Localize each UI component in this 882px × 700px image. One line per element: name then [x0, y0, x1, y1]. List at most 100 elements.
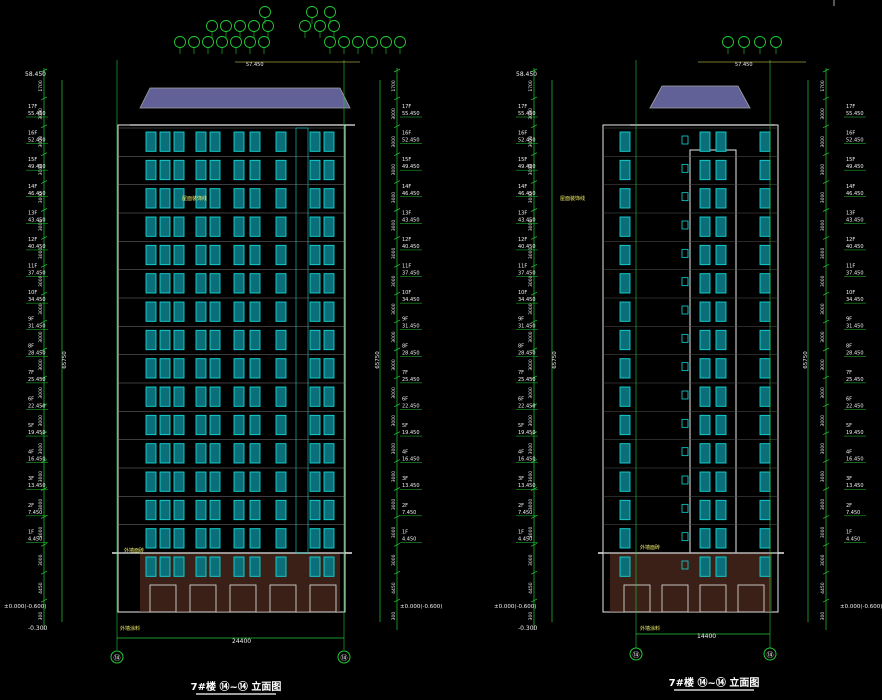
left-dim-tick: [393, 487, 401, 491]
left-floor-level-right: 28.450: [402, 350, 420, 356]
left-dim-tick: [393, 124, 401, 129]
left-window: [323, 414, 335, 436]
right-dim-tick: [530, 208, 538, 212]
left-window: [309, 159, 321, 181]
left-window: [323, 499, 335, 521]
left-floor-height-right: 3000: [391, 387, 397, 399]
left-dim-tick: [40, 431, 48, 436]
right-floor-name-right: 16F: [846, 131, 855, 137]
right-small-window: [681, 447, 689, 457]
right-window: [619, 244, 631, 266]
right-dim-tick: [530, 124, 538, 129]
left-floor-height-left: 3000: [38, 220, 44, 232]
left-window: [309, 471, 321, 492]
left-floor-height-right: 3000: [391, 303, 397, 315]
left-shop-opening: [149, 584, 177, 613]
left-floor-level-left: 40.450: [28, 244, 46, 250]
left-window: [195, 131, 207, 152]
right-small-window: [681, 277, 689, 287]
left-shop-opening: [309, 584, 337, 613]
left-window: [159, 358, 171, 379]
right-floor-height-right: 3000: [820, 554, 826, 566]
left-window: [159, 273, 171, 294]
right-shop-opening: [623, 584, 651, 613]
left-floor-name-right: 4F: [402, 450, 408, 456]
left-floor-height-left: 4450: [38, 582, 44, 594]
right-floor-level-left: 16.450: [518, 457, 536, 463]
right-floor-height-right: 3000: [820, 192, 826, 204]
left-floor-name-left: 2F: [28, 503, 34, 509]
right-dim-tick: [822, 487, 830, 491]
left-window: [275, 188, 287, 209]
left-floor-level-left: 52.450: [28, 138, 46, 144]
left-window: [159, 499, 171, 521]
right-floor-level-left: 40.450: [518, 244, 536, 250]
right-floor-level-right: 13.450: [846, 483, 864, 489]
left-floor-name-left: 7F: [28, 370, 34, 376]
right-floor-level-right: 22.450: [846, 403, 864, 409]
right-dim-tick: [530, 375, 538, 380]
right-floor-level-left: 4.450: [518, 536, 532, 542]
left-axis-bubble-b: [337, 650, 351, 664]
left-axis-bubble-a: [110, 650, 124, 664]
left-floor-height-right: 3000: [391, 164, 397, 176]
left-window: [275, 386, 287, 407]
left-roof: [139, 87, 351, 109]
right-floor-name-right: 7F: [846, 370, 852, 376]
right-floor-height-right: 3000: [820, 471, 826, 483]
right-bottom-level: -0.300: [518, 625, 538, 632]
right-small-window: [681, 503, 689, 513]
left-window: [145, 471, 157, 492]
right-floor-name-right: 3F: [846, 476, 852, 482]
left-window: [173, 499, 185, 521]
right-floor-height-left: 3000: [528, 136, 534, 148]
right-window: [699, 329, 711, 351]
right-window: [715, 159, 727, 181]
left-floor-level-right: 46.450: [402, 191, 420, 197]
right-window: [715, 556, 727, 577]
left-window: [233, 301, 245, 322]
right-floor-height-right: 3000: [820, 499, 826, 511]
left-window: [323, 471, 335, 492]
left-floor-level-right: 43.450: [402, 217, 420, 223]
left-floor-height-right: 3000: [391, 108, 397, 120]
right-dim-tick: [822, 236, 830, 240]
left-dim-tick: [393, 598, 401, 603]
left-window: [309, 556, 321, 577]
left-dim-tick: [393, 542, 401, 547]
left-window: [195, 244, 207, 266]
right-note-base: 外墙面砖: [640, 544, 660, 551]
right-floor-height-right: 4450: [820, 582, 826, 594]
right-floor-level-right: 19.450: [846, 430, 864, 436]
right-window: [715, 358, 727, 379]
right-floor-level-left: 37.450: [518, 271, 536, 277]
right-drawing-title: 7#楼 ⑭~⑭ 立面图: [669, 676, 760, 689]
right-floor-name-left: 6F: [518, 396, 524, 402]
right-dim-tick: [822, 68, 830, 73]
left-window: [233, 329, 245, 351]
left-total-height-left: 65750: [62, 351, 68, 369]
left-window: [249, 499, 261, 521]
left-window: [209, 188, 221, 209]
right-window: [715, 443, 727, 464]
left-window: [159, 301, 171, 322]
left-window: [323, 159, 335, 181]
left-window: [233, 528, 245, 549]
left-floor-name-right: 7F: [402, 370, 408, 376]
left-window: [309, 358, 321, 379]
left-window: [173, 244, 185, 266]
left-dim-tick: [40, 459, 48, 463]
right-window: [619, 188, 631, 209]
right-window: [759, 471, 771, 492]
right-dim-tick: [822, 96, 830, 101]
left-floor-height-right: 3000: [391, 471, 397, 483]
right-window: [759, 159, 771, 181]
right-note-base2: 外墙涂料: [640, 625, 660, 632]
right-small-window: [681, 135, 689, 145]
left-dim-tick: [40, 152, 48, 157]
left-shop-opening: [189, 584, 217, 613]
right-dim-tick: [822, 375, 830, 380]
right-dim-tick: [822, 152, 830, 157]
right-floor-height-right: 1700: [820, 80, 826, 92]
left-window: [309, 273, 321, 294]
